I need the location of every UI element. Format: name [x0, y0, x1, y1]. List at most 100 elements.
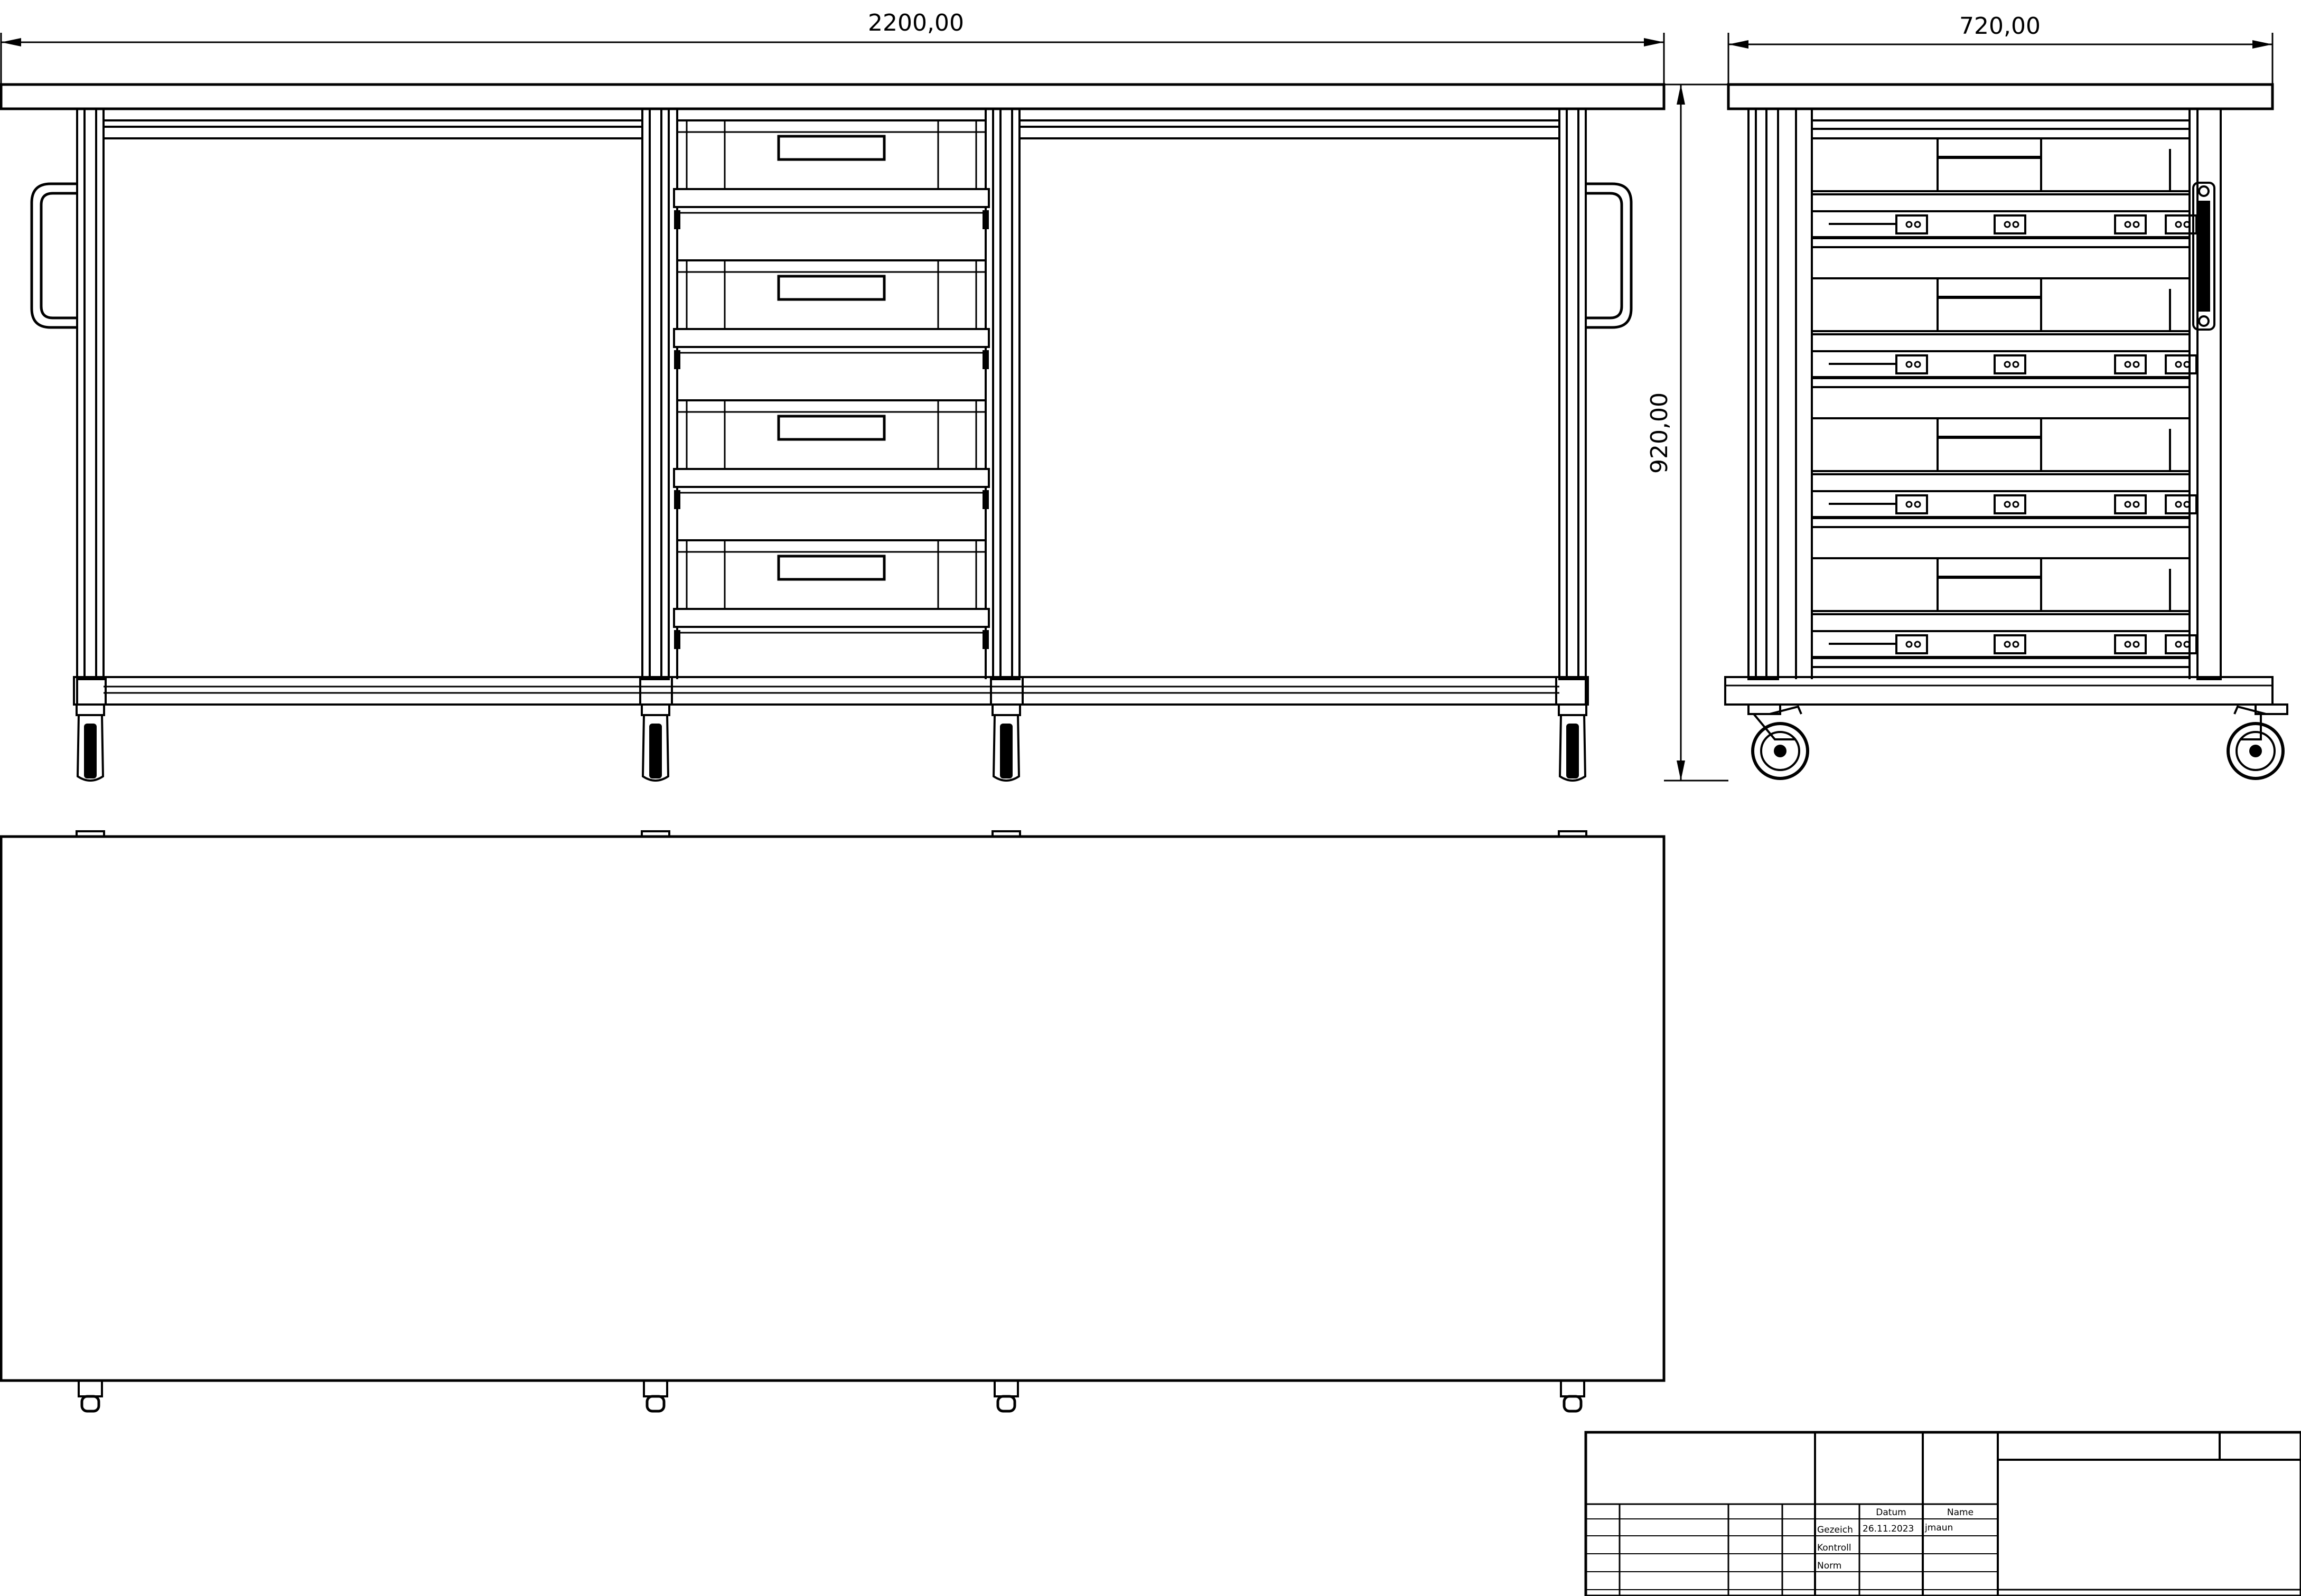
top-caster-wheel — [1563, 1395, 1583, 1413]
slide-clip-left — [674, 210, 680, 229]
bracket-hole — [1914, 361, 1921, 368]
bracket-body — [1994, 354, 2026, 374]
left-handle — [30, 182, 77, 329]
side-drawer-box — [1811, 277, 2191, 332]
front-lower-rail — [73, 676, 1589, 706]
front-upper-rails — [104, 119, 1559, 139]
caster-wheel — [649, 724, 662, 778]
bracket-hole — [2124, 221, 2131, 228]
drawer — [673, 399, 990, 509]
side-drawer-divider — [1937, 557, 2042, 612]
tb-row-norm: Norm — [1817, 1561, 1841, 1571]
top-caster — [641, 830, 670, 1413]
side-caster — [2227, 703, 2288, 780]
side-drawer — [1811, 557, 2197, 668]
caster-wheel — [1000, 724, 1013, 778]
top-caster-wheel — [646, 1395, 666, 1413]
bracket-hole — [2004, 361, 2011, 368]
bracket-body — [2165, 354, 2197, 374]
caster-plate — [76, 703, 105, 716]
slide-clip-right — [983, 490, 989, 509]
title-block — [1584, 1431, 2301, 1596]
dim-width-label: 2200,00 — [868, 10, 964, 36]
top-caster-plate-top — [76, 830, 105, 838]
side-base — [1724, 676, 2274, 706]
drawer-box — [676, 119, 987, 190]
side-caster — [1747, 703, 1809, 780]
bracket-hole — [2004, 501, 2011, 508]
top-caster-wheel — [80, 1395, 100, 1413]
bracket-hole — [2012, 641, 2019, 648]
slide-bracket — [2165, 354, 2197, 374]
caster-fork — [76, 714, 105, 782]
dim-height: 920,00 — [1646, 83, 1728, 782]
bracket-hole — [2012, 501, 2019, 508]
bracket-body — [1895, 214, 1928, 234]
bracket-body — [1895, 494, 1928, 514]
side-casters — [1747, 703, 2288, 780]
drawer-box — [676, 259, 987, 330]
bracket-hole — [1914, 501, 1921, 508]
drawer-front-panel — [673, 188, 990, 208]
slide-clip-right — [983, 210, 989, 229]
slide-bracket — [2114, 214, 2147, 234]
bracket-hole — [2124, 501, 2131, 508]
side-view — [1724, 83, 2288, 780]
top-caster — [992, 830, 1021, 1413]
bracket-body — [2114, 354, 2147, 374]
slide-bracket — [1994, 214, 2026, 234]
front-legs — [76, 108, 1587, 680]
dim-height-label: 920,00 — [1646, 392, 1673, 474]
bracket-hole — [2132, 501, 2140, 508]
drawer — [673, 539, 990, 649]
front-casters — [76, 703, 1587, 782]
caster-fork — [1558, 714, 1587, 782]
drawer-handle — [777, 415, 886, 441]
slide-clip-left — [674, 630, 680, 649]
caster-plate — [1558, 703, 1587, 716]
dim-depth: 720,00 — [1727, 13, 2274, 85]
side-caster-wheel — [1751, 722, 1809, 780]
bracket-hole — [1905, 641, 1913, 648]
caster-wheel — [84, 724, 97, 778]
side-caster-hub — [1760, 731, 1800, 771]
side-rail-panel — [1811, 473, 2191, 528]
slide-bracket — [1895, 494, 1928, 514]
bracket-hole — [1914, 221, 1921, 228]
bracket-body — [2114, 214, 2147, 234]
slide-bracket — [1994, 494, 2026, 514]
slide-bracket — [1895, 634, 1928, 654]
tb-row-drawn: Gezeich — [1817, 1525, 1853, 1535]
slide-bracket — [1994, 634, 2026, 654]
front-view — [0, 83, 1666, 782]
side-drawer — [1811, 417, 2197, 528]
bracket-hole — [2132, 221, 2140, 228]
top-view-tabletop — [0, 835, 1666, 1382]
caster-fork — [641, 714, 670, 782]
top-caster-plate-bottom — [1560, 1379, 1585, 1397]
bracket-hole — [2004, 221, 2011, 228]
caster-wheel — [1566, 724, 1579, 778]
drawer — [673, 259, 990, 369]
bracket-body — [1895, 634, 1928, 654]
side-caster-brake — [1769, 705, 1802, 715]
slide-bracket — [2165, 634, 2197, 654]
caster — [76, 703, 105, 782]
side-drawer-stack — [1811, 137, 2197, 668]
bracket-hole — [2175, 361, 2182, 368]
bracket-body — [2165, 494, 2197, 514]
bracket-hole — [1905, 221, 1913, 228]
front-tabletop — [0, 83, 1666, 110]
side-drawer-divider — [1937, 137, 2042, 192]
tb-drawn-name: jmaun — [1924, 1523, 1953, 1533]
bracket-body — [2165, 214, 2197, 234]
side-drawer — [1811, 137, 2197, 248]
bracket-hole — [2183, 501, 2191, 508]
side-caster-axle — [1774, 745, 1786, 757]
drawer-box — [676, 399, 987, 470]
right-handle — [1586, 182, 1633, 329]
side-caster-plate — [1747, 703, 1781, 715]
top-caster-plate-bottom — [994, 1379, 1019, 1397]
top-view — [0, 830, 1666, 1413]
